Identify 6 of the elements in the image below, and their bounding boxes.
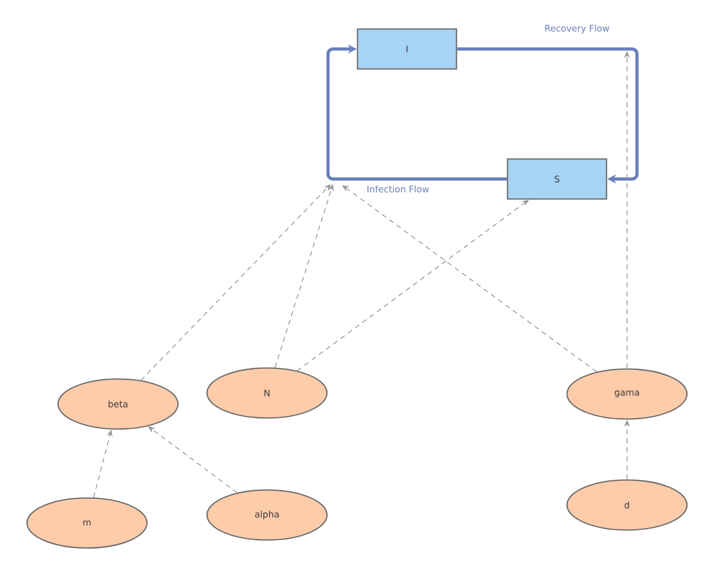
flow-arrow xyxy=(326,44,507,181)
state-box: S xyxy=(506,158,608,200)
edge-label: Recovery Flow xyxy=(543,24,611,34)
flow-arrow xyxy=(457,47,639,184)
edge-label: Infection Flow xyxy=(366,184,430,194)
state-box: I xyxy=(356,28,458,70)
